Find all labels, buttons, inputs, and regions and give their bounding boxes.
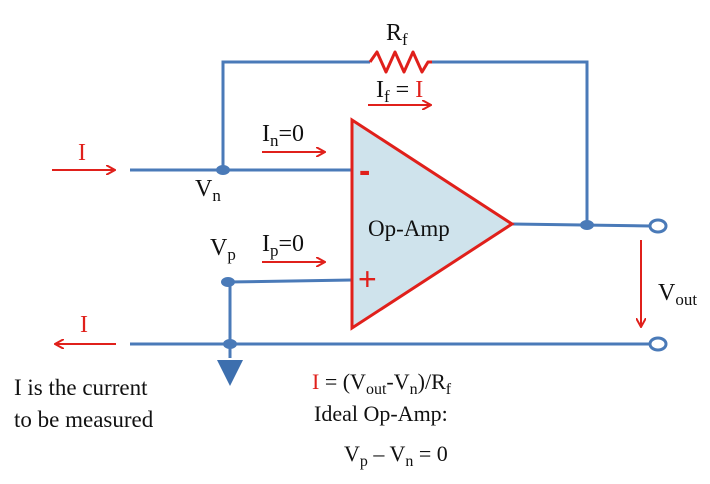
resistor-rf [368, 50, 432, 74]
node-vn [216, 165, 230, 175]
label-i-in: I [78, 140, 86, 166]
label-vp: Vp [210, 235, 236, 264]
note-line-2: to be measured [14, 407, 154, 433]
output-terminal-bottom [648, 336, 668, 352]
label-i-out: I [80, 312, 88, 338]
arrows [52, 105, 641, 344]
feedback-wire-left [221, 60, 370, 170]
equation-ideal: Vp – Vn = 0 [344, 441, 448, 470]
label-plus: + [358, 261, 377, 297]
label-opamp: Op-Amp [368, 216, 450, 241]
label-if: If = I [376, 77, 423, 106]
label-minus: - [359, 152, 370, 190]
node-ground [223, 339, 237, 349]
label-rf: Rf [386, 20, 408, 49]
label-vn: Vn [195, 176, 221, 205]
feedback-wire-right [432, 60, 589, 225]
label-ip: Ip=0 [262, 231, 304, 260]
note-text: I is the current to be measured [14, 375, 153, 434]
node-vout [580, 220, 594, 230]
wires [130, 60, 651, 358]
output-terminal-top [648, 218, 668, 234]
opamp-triangle [350, 117, 515, 331]
label-in: In=0 [262, 121, 304, 150]
ground-symbol [217, 360, 243, 386]
note-line-1: I is the current [14, 375, 148, 400]
equation-current: I = (Vout-Vn)/Rf [312, 369, 452, 398]
plus-input-wire [227, 278, 353, 284]
node-vp [221, 277, 235, 287]
label-vout: Vout [658, 280, 697, 309]
equation-ideal-title: Ideal Op-Amp: [314, 401, 448, 426]
